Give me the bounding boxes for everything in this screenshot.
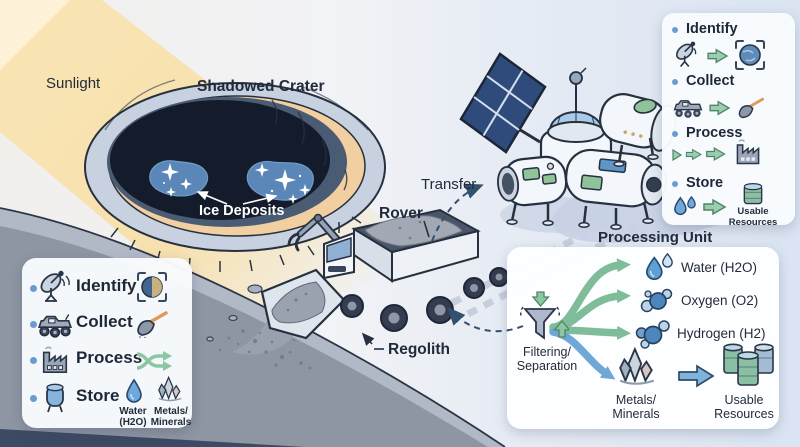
legend-item-label: Process	[686, 125, 743, 141]
base-feet	[506, 154, 659, 230]
crater-shadow	[110, 100, 330, 220]
rover-icon	[36, 310, 74, 338]
regolith-label-pointer	[361, 332, 384, 350]
satellite-dish-icon	[674, 41, 702, 69]
green-arrow-icon	[706, 47, 730, 65]
funnel-filter-icon	[517, 291, 569, 345]
regolith-dust-dots	[218, 329, 312, 370]
minerals-caption: Metals/ Minerals	[150, 406, 192, 429]
blue-arrow-icon	[677, 363, 715, 389]
legend-item-label: Collect	[76, 312, 133, 331]
rover-icon	[672, 95, 704, 119]
factory-icon	[38, 344, 72, 376]
shuffle-arrows-icon	[134, 346, 174, 376]
windshield	[326, 236, 352, 263]
rover-label-pointer	[423, 220, 430, 238]
green-arrow-icon	[708, 99, 732, 117]
rover-label: Rover	[379, 205, 423, 222]
green-arrow-icon	[685, 147, 703, 162]
bullet	[672, 27, 678, 33]
barrels-icon	[721, 341, 777, 389]
green-arrow-icon	[702, 197, 728, 217]
crater-hatch-lines	[104, 79, 369, 191]
water-droplets-icon	[643, 251, 675, 283]
ice-deposits-pointer-arrows	[196, 191, 278, 205]
barrel-icon	[740, 181, 766, 207]
processing-unit-title: Processing Unit	[598, 229, 713, 246]
ice-sparkles	[161, 163, 311, 204]
bullet	[672, 181, 678, 187]
water-caption: Water (H2O)	[119, 406, 147, 429]
sunlight-label: Sunlight	[46, 75, 101, 92]
filter-caption: Filtering/ Separation	[516, 345, 578, 373]
bullet	[30, 285, 37, 292]
antenna-dish	[569, 71, 583, 85]
usable-resources-caption: Usable Resources	[728, 206, 778, 228]
water-droplet-icon	[124, 378, 144, 404]
factory-icon	[732, 137, 764, 167]
bullet	[30, 357, 37, 364]
processing-unit-panel: Filtering/ Separation Water (H2O) Oxygen…	[507, 247, 779, 429]
bullet	[30, 321, 37, 328]
output-label-oxygen: Oxygen (O2)	[681, 293, 759, 308]
bottom-dark-band	[0, 429, 305, 447]
satellite-dish-icon	[38, 270, 72, 304]
base-legs	[510, 137, 655, 226]
hydrogen-molecule-icon	[635, 319, 671, 349]
minerals-caption: Metals/ Minerals	[612, 393, 660, 421]
crater-viewfinder-icon	[134, 269, 170, 305]
regolith-label: Regolith	[388, 341, 450, 358]
transfer-label: Transfer	[421, 176, 477, 193]
legend-item-label: Collect	[686, 73, 735, 89]
shadowed-crater-label: Shadowed Crater	[197, 78, 325, 95]
storage-tank-icon	[40, 380, 70, 414]
small-triangle-arrow-icon	[672, 149, 682, 161]
shadowed-crater-illustration	[84, 79, 386, 272]
ice-deposits-label: Ice Deposits	[199, 203, 285, 219]
right-legend-panel: Identify Collect	[662, 13, 795, 228]
legend-item-label: Identify	[686, 21, 738, 37]
bullet	[672, 131, 678, 137]
legend-item-label: Process	[76, 348, 143, 367]
rover-claw	[287, 232, 301, 252]
bullet	[30, 395, 37, 402]
water-droplets-icon	[670, 195, 700, 219]
oxygen-molecule-icon	[639, 287, 673, 315]
moon-viewfinder-icon	[732, 37, 768, 73]
crystals-icon	[615, 347, 659, 389]
shovel-icon	[134, 308, 170, 338]
left-legend-panel: Identify Collect	[22, 258, 192, 428]
output-label-hydrogen: Hydrogen (H2)	[677, 326, 766, 341]
rover-wheels	[340, 267, 509, 332]
bullet	[672, 79, 678, 85]
green-arrow-icon	[705, 145, 727, 163]
legend-item-label: Store	[686, 175, 724, 191]
output-label-water: Water (H2O)	[681, 260, 758, 275]
crystals-icon	[156, 376, 184, 404]
legend-item-label: Identify	[76, 276, 137, 295]
rover-illustration	[218, 208, 509, 370]
usable-resources-caption: Usable Resources	[714, 393, 774, 421]
module-left	[497, 155, 568, 207]
legend-item-label: Store	[76, 386, 120, 405]
rover-cab	[323, 222, 355, 280]
solar-panel-array	[459, 52, 547, 154]
shovel-icon	[736, 95, 766, 120]
